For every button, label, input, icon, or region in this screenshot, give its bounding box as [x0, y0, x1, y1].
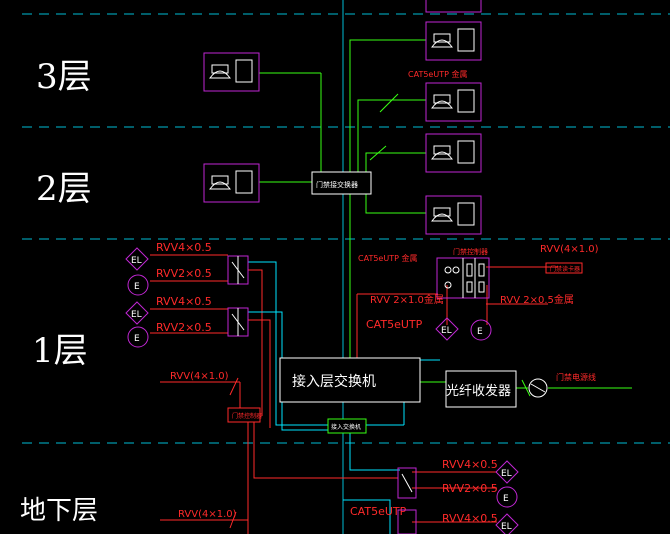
- floor-dividers: [22, 13, 670, 444]
- floor-label-b1: 地下层: [20, 496, 98, 526]
- el-symbol-b1: EL: [495, 460, 519, 484]
- green-cabling-upper: [259, 39, 426, 240]
- small-switch-box: [327, 418, 367, 434]
- rvv-label-d: RVV2×0.5: [156, 321, 212, 334]
- fiber-transceiver-box: [445, 370, 517, 408]
- svg-text:EL: EL: [131, 256, 142, 266]
- floor-label-1: 1层: [32, 331, 88, 371]
- svg-text:E: E: [503, 494, 509, 504]
- cable-label-cat5-mid: CAT5eUTP 金属: [358, 253, 417, 263]
- rvv-door-left: RVV 2×1.0金属: [370, 293, 444, 306]
- e-symbol-2: E: [127, 326, 149, 348]
- e-symbol-1: E: [127, 274, 149, 296]
- svg-text:EL: EL: [501, 522, 512, 532]
- door-controller-2: [227, 307, 249, 337]
- svg-text:EL: EL: [441, 326, 452, 336]
- rvv-right-top: RVV(4×1.0): [540, 244, 599, 255]
- svg-text:E: E: [134, 282, 140, 292]
- rvv-label-a: RVV4×0.5: [156, 241, 212, 254]
- phone-3f-left: [203, 52, 260, 92]
- el-symbol-b1-2: EL: [495, 513, 519, 534]
- e-symbol-b1: E: [496, 486, 518, 508]
- small-switch-label: 接入交换机: [331, 423, 361, 431]
- floor-switch-label: 接入层交换机: [292, 373, 376, 390]
- rvv-label-c: RVV4×0.5: [156, 295, 212, 308]
- el-symbol-1: EL: [125, 247, 149, 271]
- phone-3f-b: [425, 82, 482, 122]
- cable-label-cat5-b1: CAT5eUTP: [350, 505, 407, 518]
- rvv-label-left: RVV(4×1.0): [170, 371, 229, 382]
- svg-text:E: E: [134, 334, 140, 344]
- rvv-b1-c: RVV4×0.5: [442, 512, 498, 525]
- rvv-label-b1: RVV(4×1.0): [178, 509, 237, 520]
- door-controller-1: [227, 255, 249, 285]
- poe-switch-box: [311, 171, 372, 195]
- red-controller-label: 门禁控制器: [232, 412, 262, 420]
- red-controller-box: [227, 407, 261, 423]
- door-controller-right: 门禁控制器: [436, 247, 490, 299]
- el-symbol-right: EL: [435, 317, 459, 341]
- rvv-door-right: RVV 2×0.5金属: [500, 293, 574, 306]
- phone-2f-b: [425, 195, 482, 235]
- remote-device-label: 门禁读卡器: [550, 265, 580, 273]
- floor-label-3: 3层: [36, 57, 92, 97]
- e-symbol-right: E: [470, 319, 492, 341]
- floor-label-2: 2层: [36, 169, 92, 209]
- fiber-transceiver-label: 光纤收发器: [446, 383, 511, 399]
- door-controller-b1: [397, 467, 417, 499]
- svg-text:门禁控制器: 门禁控制器: [453, 247, 488, 256]
- remote-device-box: [545, 262, 583, 274]
- red-wiring-1f: [150, 254, 558, 534]
- rvv-b1-b: RVV2×0.5: [442, 482, 498, 495]
- rvv-label-b: RVV2×0.5: [156, 267, 212, 280]
- external-label: 门禁电源线: [556, 372, 596, 382]
- poe-switch-label: 门禁接交换器: [316, 180, 358, 189]
- phone-3f-a: [425, 21, 482, 61]
- external-connector-icon: [528, 378, 548, 398]
- svg-text:EL: EL: [501, 469, 512, 479]
- floor-switch-box: [279, 357, 421, 403]
- phone-3f-top: [425, 0, 482, 13]
- door-controller-b1-2: [397, 509, 417, 534]
- svg-text:EL: EL: [131, 310, 142, 320]
- phone-2f-a: [425, 133, 482, 173]
- el-symbol-2: EL: [125, 301, 149, 325]
- cable-label-cat5-1f: CAT5eUTP: [366, 318, 423, 331]
- green-wiring-1f: [349, 240, 632, 397]
- phone-2f-left: [203, 163, 260, 203]
- cable-label-cat5-top: CAT5eUTP 金属: [408, 69, 467, 79]
- svg-text:E: E: [477, 327, 483, 337]
- rvv-b1-a: RVV4×0.5: [442, 458, 498, 471]
